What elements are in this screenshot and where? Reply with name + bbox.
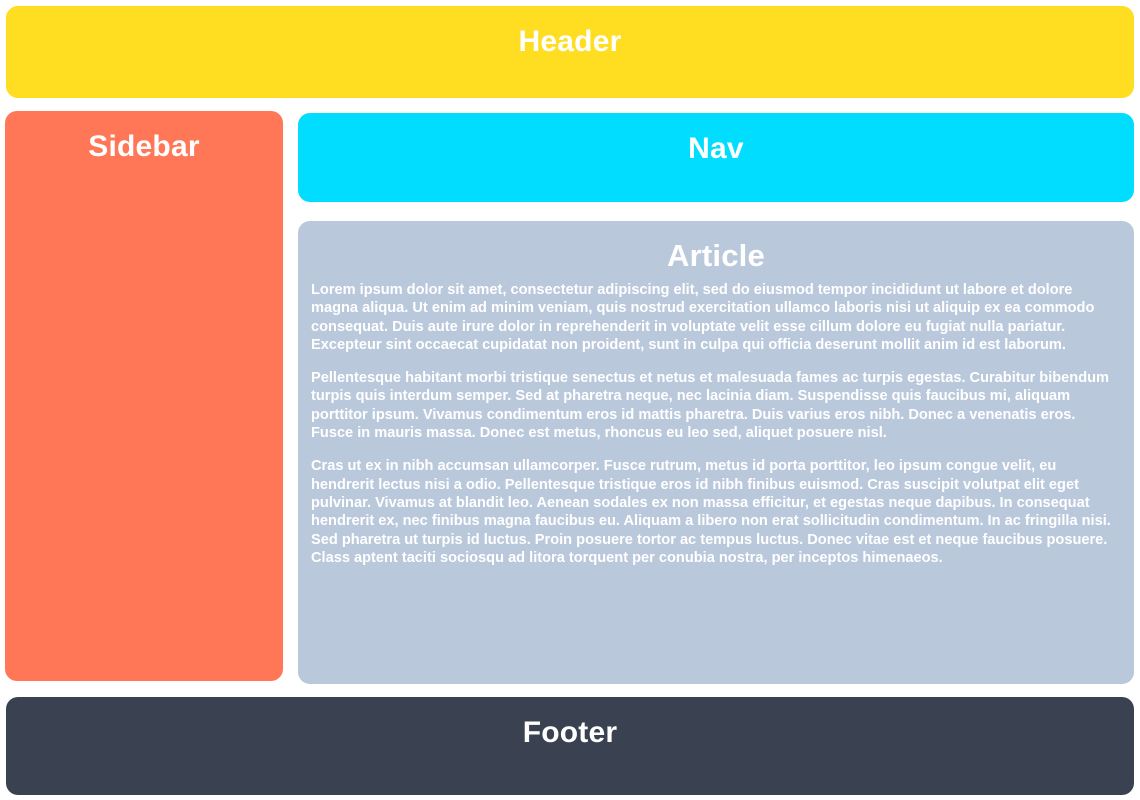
article-region: Article Lorem ipsum dolor sit amet, cons… (298, 221, 1134, 684)
header-title: Header (518, 25, 622, 58)
article-title: Article (667, 238, 765, 273)
article-paragraph: Pellentesque habitant morbi tristique se… (311, 370, 1109, 442)
header-region: Header (6, 6, 1134, 98)
nav-title: Nav (688, 132, 744, 165)
footer-title: Footer (522, 716, 618, 749)
nav-region[interactable]: Nav (298, 113, 1134, 202)
sidebar-title: Sidebar (88, 130, 200, 163)
article-paragraph: Lorem ipsum dolor sit amet, consectetur … (311, 282, 1095, 353)
article-paragraph: Cras ut ex in nibh accumsan ullamcorper.… (311, 458, 1111, 566)
sidebar-region: Sidebar (5, 111, 283, 681)
footer-region: Footer (6, 697, 1134, 795)
